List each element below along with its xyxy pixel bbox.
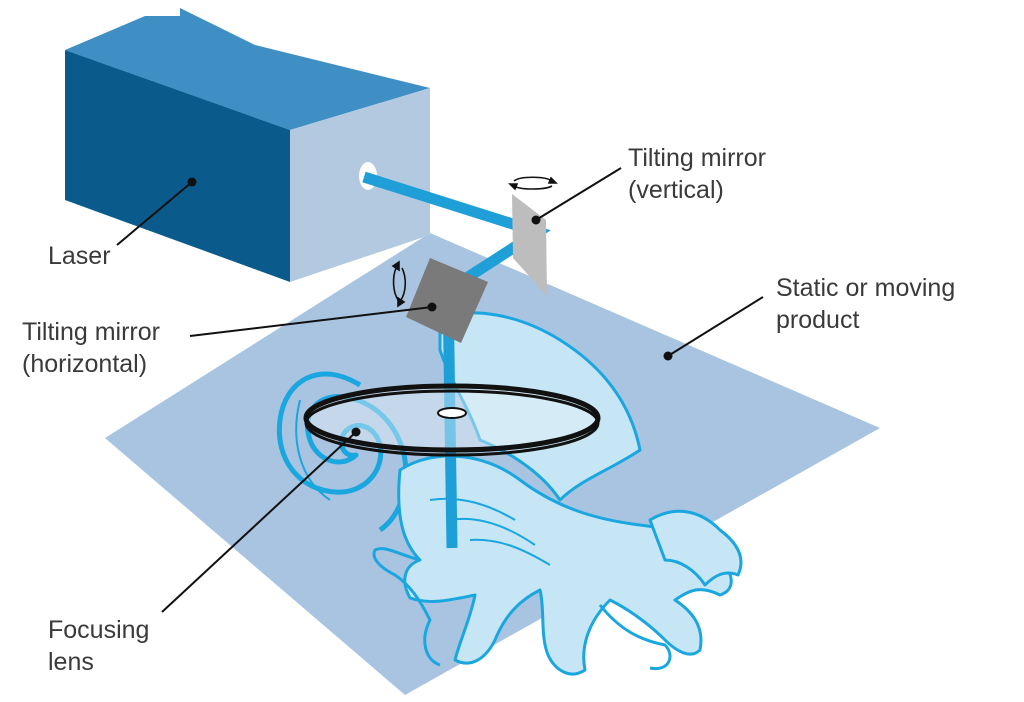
rotation-arrows-horizontal-icon — [391, 260, 407, 308]
tilting-mirror-horizontal — [406, 258, 488, 343]
dragon-artwork — [276, 311, 743, 676]
laser-side-face — [290, 88, 430, 282]
label-product: Static or moving product — [776, 274, 956, 334]
leader-lens — [161, 431, 357, 613]
leader-dots — [187, 177, 673, 437]
laser-top-face — [65, 8, 430, 130]
lens-center-hole — [437, 407, 467, 419]
leader-mirror-horizontal — [189, 306, 433, 337]
leader-product — [667, 296, 764, 357]
leader-lines — [116, 167, 764, 613]
label-focusing-lens: Focusing lens — [48, 616, 150, 676]
laser-front-face — [65, 50, 290, 282]
label-tilting-mirror-horizontal: Tilting mirror (horizontal) — [22, 318, 160, 378]
label-tilting-mirror-vertical: Tilting mirror (vertical) — [628, 144, 766, 204]
laser-beam — [362, 171, 551, 549]
rotation-arrows-vertical-icon — [508, 176, 558, 191]
leader-mirror-vertical — [535, 167, 622, 221]
label-laser: Laser — [48, 242, 111, 270]
leader-laser — [116, 181, 193, 246]
focusing-lens — [303, 383, 601, 457]
laser-unit — [65, 8, 430, 282]
